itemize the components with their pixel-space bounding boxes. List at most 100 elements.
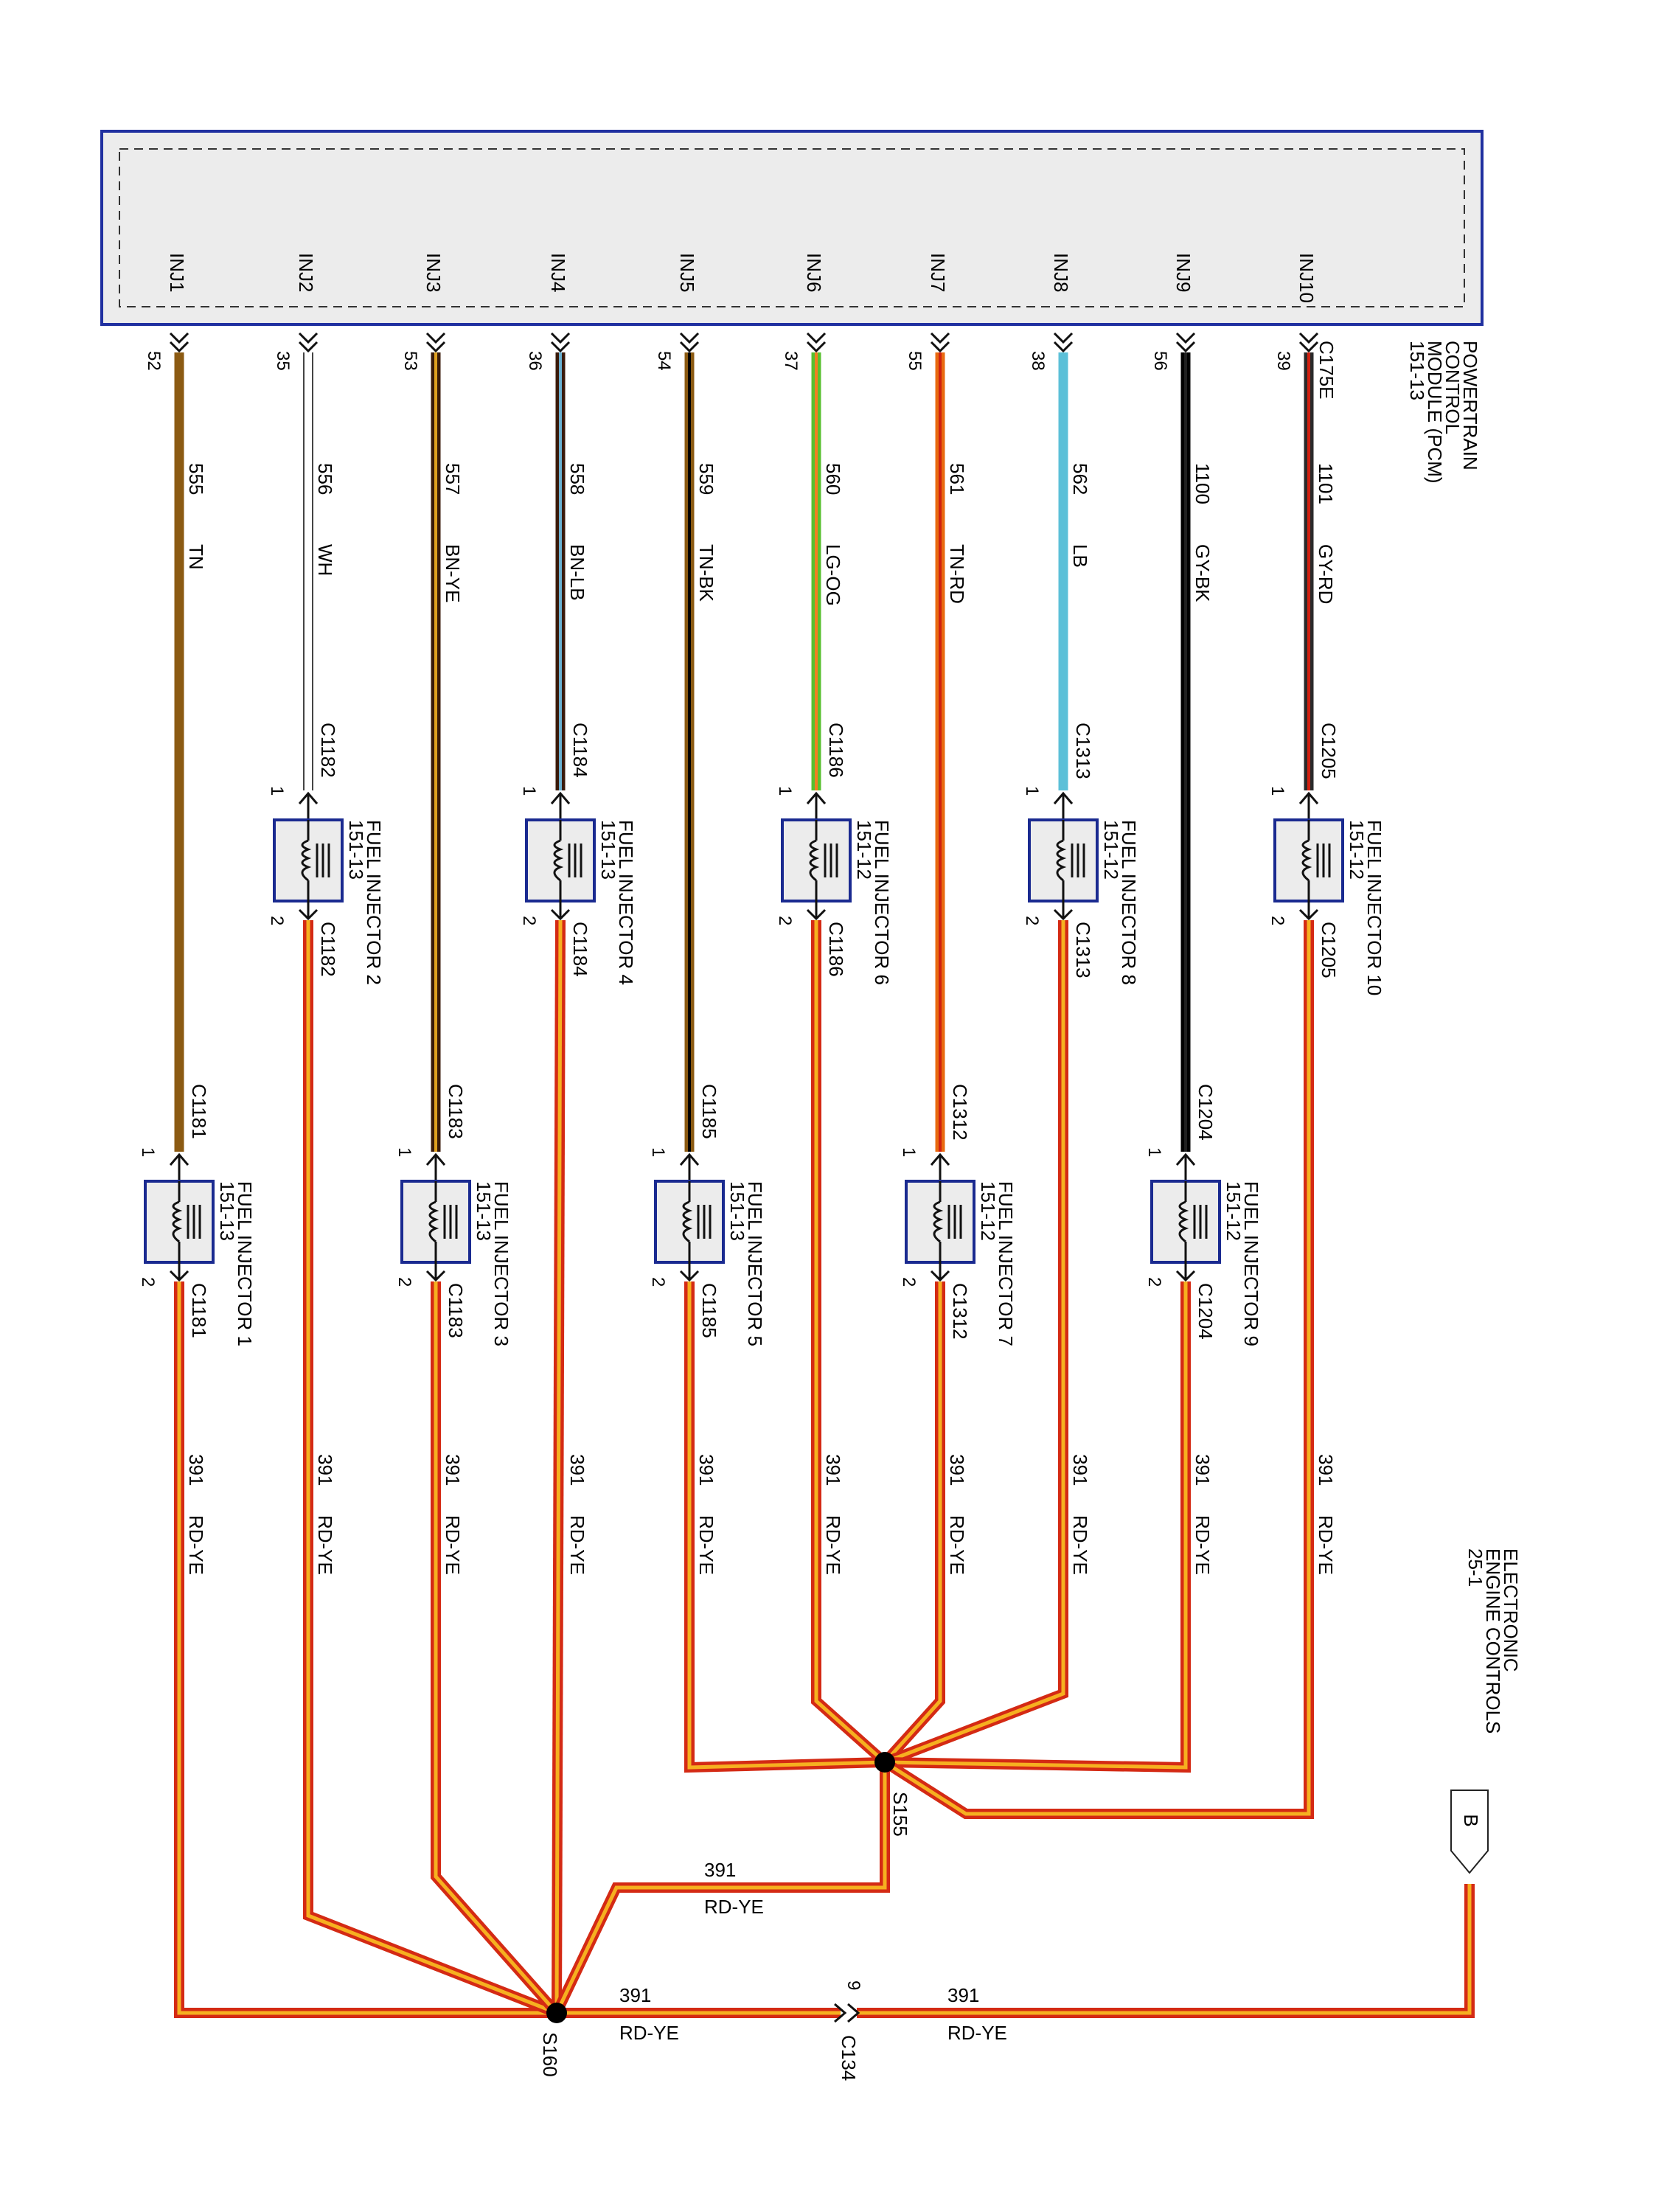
injector-pin-in: 1: [775, 786, 795, 796]
connector-arrow-icon: [298, 908, 319, 921]
injector-ref: 151-12: [1346, 820, 1368, 880]
offpage-reference-line: 25-1: [1464, 1548, 1486, 1587]
power-wire-inj8: [883, 920, 1068, 1767]
connector-arrow-icon: [806, 908, 827, 921]
power-circuit-number: 391: [1315, 1454, 1337, 1486]
pcm-pin-number: 52: [144, 351, 164, 371]
injector-pin-out: 2: [1144, 1277, 1164, 1287]
injector-pin-out: 2: [394, 1277, 414, 1287]
power-wire-c134-b-stripe: [857, 1884, 1472, 2015]
injector-connector-in: C1313: [1072, 723, 1094, 779]
connector-arrow-icon: [550, 341, 571, 353]
power-wire-inj10: [882, 920, 1314, 1819]
wire-color-code: GY-RD: [1315, 544, 1337, 604]
pcm-pin-number: 35: [273, 351, 293, 371]
injector-pin-in: 1: [519, 786, 539, 796]
injector-ref: 151-12: [1222, 1181, 1245, 1241]
pcm-pin-name: INJ6: [803, 253, 825, 292]
power-wire-inj2-stripe: [306, 920, 557, 2015]
injector-connector-out: C1183: [445, 1283, 467, 1338]
injector-pin-in: 1: [394, 1147, 414, 1157]
injector-pin-in: 1: [267, 786, 287, 796]
injector-connector-in: C1185: [698, 1084, 720, 1139]
pcm-label-line: POWERTRAIN: [1459, 341, 1481, 470]
injector-pin-in: 1: [1267, 786, 1287, 796]
power-wire-color-code: RD-YE: [947, 2022, 1007, 2044]
circuit-number: 1100: [1192, 463, 1214, 504]
injector-connector-out: C1185: [698, 1283, 720, 1338]
connector-arrow-icon: [679, 1270, 700, 1282]
wire-color-code: BN-LB: [566, 544, 588, 601]
injector-connector-out: C1184: [569, 922, 591, 977]
injector-pin-in: 1: [1022, 786, 1042, 796]
coil-icon: [809, 820, 838, 901]
circuit-number: 555: [185, 463, 207, 495]
injector-pin-out: 2: [775, 916, 795, 925]
power-circuit-number: 391: [185, 1454, 207, 1486]
coil-icon: [301, 820, 330, 901]
injectors: [144, 791, 1344, 1282]
pcm-pin-number: 53: [400, 351, 420, 371]
injector-connector-in: C1186: [825, 723, 847, 778]
coil-icon: [933, 1181, 962, 1262]
injector-pin-out: 2: [648, 1277, 668, 1287]
pcm-pin-name: INJ2: [295, 253, 317, 292]
injector-ref: 151-12: [853, 820, 875, 880]
power-wire-inj6: [811, 920, 888, 1767]
injector-ref: 151-12: [1100, 820, 1122, 880]
splice-s160-label: S160: [539, 2032, 561, 2077]
power-circuit-number: 391: [619, 1984, 651, 2006]
injector-pin-out: 2: [519, 916, 539, 925]
offpage-reference-line: ENGINE CONTROLS: [1482, 1548, 1504, 1733]
power-circuit-number: 391: [566, 1454, 588, 1486]
connector-arrow-icon: [1175, 332, 1196, 344]
pcm-label-line: 151-13: [1406, 341, 1428, 400]
power-circuit-number: 391: [946, 1454, 968, 1486]
connector-arrow-icon: [847, 2003, 860, 2023]
power-wire-color-code: RD-YE: [1315, 1515, 1337, 1575]
power-wire-inj4-stripe: [554, 919, 563, 2014]
connector-arrow-icon: [806, 332, 827, 344]
connector-arrow-icon: [550, 908, 571, 921]
injector-pin-out: 2: [267, 916, 287, 925]
connector-arrow-icon: [1175, 341, 1196, 353]
injector-ref: 151-13: [473, 1181, 495, 1241]
circuit-number: 562: [1069, 463, 1091, 495]
injector-connector-in: C1205: [1318, 723, 1340, 779]
connector-arrow-icon: [1053, 908, 1074, 921]
pcm-pin-name: INJ8: [1050, 253, 1072, 292]
connector-arrow-icon: [169, 332, 189, 344]
pcm-label-line: CONTROL: [1441, 341, 1464, 434]
pcm-pin-name: INJ3: [422, 253, 445, 292]
power-wire-inj7: [880, 1281, 945, 1766]
injector-connector-out: C1182: [317, 922, 339, 977]
pcm-pin-number: 38: [1028, 351, 1048, 371]
injector-ref: 151-13: [726, 1181, 748, 1241]
injector-name: FUEL INJECTOR 8: [1118, 820, 1140, 985]
connector-arrow-icon: [425, 341, 446, 353]
injector-connector-in: C1312: [949, 1084, 971, 1141]
power-wire-inj1: [174, 1281, 557, 2018]
connector-arrow-icon: [679, 332, 700, 344]
power-wire-color-code: RD-YE: [946, 1515, 968, 1575]
circuit-number: 558: [566, 463, 588, 495]
power-circuit-number: 391: [1069, 1454, 1091, 1486]
injector-pin-in: 1: [138, 1147, 158, 1157]
pcm-label-line: MODULE (PCM): [1424, 341, 1446, 484]
circuit-number: 561: [946, 463, 968, 495]
offpage-connector-label: B: [1460, 1814, 1482, 1826]
circuit-number: 1101: [1315, 463, 1337, 504]
power-wire-inj1-stripe: [177, 1281, 557, 2015]
labels: INJ152555TNINJ235556WHINJ353557BN-YEINJ4…: [138, 253, 1385, 2081]
connector-arrow-icon: [834, 2003, 847, 2023]
injector-connector-out: C1181: [188, 1283, 210, 1338]
injector-ref: 151-13: [345, 820, 367, 880]
connector-arrow-icon: [298, 332, 319, 344]
power-wires: [174, 919, 1475, 2023]
pcm-connector: C175E: [1315, 341, 1338, 400]
pcm-pin-number: 37: [781, 351, 801, 371]
pcm-pin-name: INJ5: [676, 253, 698, 292]
power-circuit-number: 391: [314, 1454, 336, 1486]
